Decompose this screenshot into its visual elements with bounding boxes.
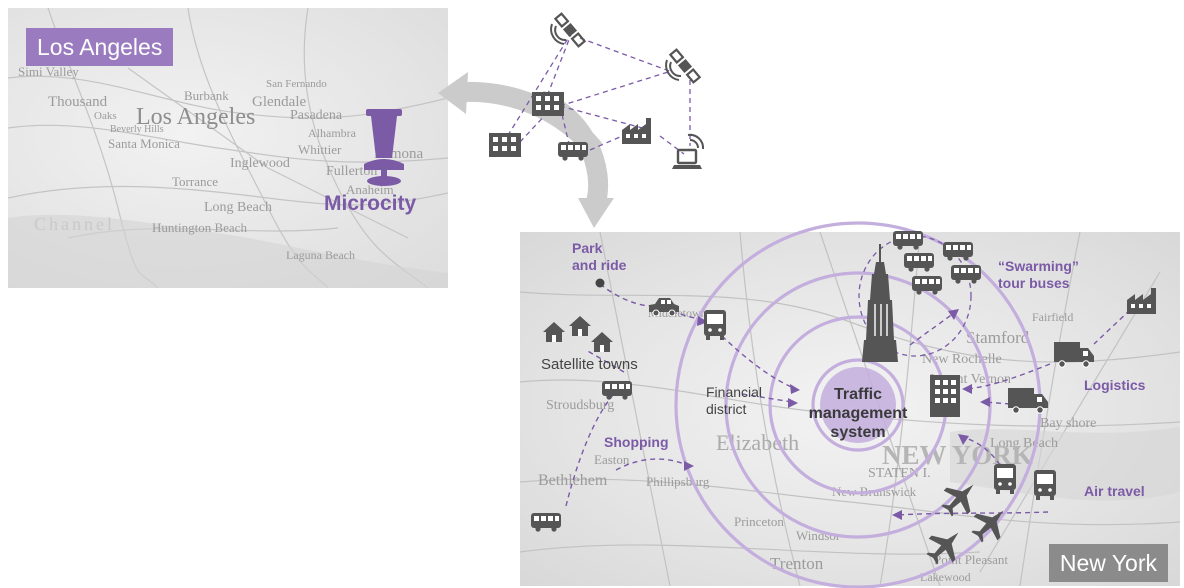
satellite-towns-label: Satellite towns	[541, 356, 638, 373]
microcity-label: Microcity	[324, 192, 417, 215]
new-york-label: New York	[1048, 544, 1168, 582]
air-travel-label: Air travel	[1084, 483, 1145, 499]
la-place: Huntington Beach	[152, 220, 247, 235]
tour-bus-icon	[893, 231, 923, 250]
financial-district-label: Financial district	[706, 384, 763, 417]
ny-place: Fairfield	[1032, 310, 1074, 324]
la-place: Channel	[34, 214, 115, 234]
logistics-label: Logistics	[1084, 377, 1146, 393]
los-angeles-map: Simi Valley San Fernando Burbank Glendal…	[8, 8, 448, 288]
shopping-label: Shopping	[604, 434, 669, 450]
la-place: Burbank	[184, 88, 229, 103]
swarming-tour-buses-label: “Swarming” tour buses	[998, 258, 1079, 291]
ny-place: Bethlehem	[538, 472, 608, 489]
bus-icon	[602, 381, 632, 400]
car-icon	[648, 297, 680, 317]
factory-icon	[1127, 288, 1156, 314]
ny-place: Princeton	[734, 514, 784, 529]
la-place: Simi Valley	[18, 64, 79, 79]
tour-bus-icon	[904, 253, 934, 272]
la-place: San Fernando	[266, 78, 327, 90]
bus-front-icon	[704, 310, 726, 340]
skyscraper-icon	[862, 244, 898, 362]
office-building-icon	[930, 375, 960, 417]
park-and-ride-label: Park and ride	[572, 240, 627, 273]
house-icon	[543, 322, 565, 342]
la-place: Long Beach	[204, 200, 273, 215]
ny-place: Stroudsburg	[546, 398, 615, 413]
la-place: Thousand	[48, 94, 108, 110]
la-place: Oaks	[94, 110, 117, 122]
truck-icon	[1053, 341, 1095, 368]
ny-place: Stamford	[966, 328, 1030, 347]
la-place: Beverly Hills	[110, 124, 164, 135]
truck-icon	[1007, 387, 1049, 414]
house-icon	[569, 316, 591, 336]
laptop-icon	[670, 133, 705, 171]
la-place: Laguna Beach	[286, 248, 355, 262]
la-place: Whittier	[298, 142, 342, 157]
la-place: Glendale	[252, 94, 307, 110]
la-place: Pasadena	[290, 108, 343, 123]
bus-front-icon	[994, 464, 1016, 494]
bus-icon	[558, 142, 588, 161]
la-place: Santa Monica	[108, 136, 180, 151]
bus-front-icon	[1034, 470, 1056, 500]
la-place: Inglewood	[230, 156, 290, 171]
la-place: Torrance	[172, 174, 219, 189]
ny-place: Lakewood	[920, 570, 971, 584]
ny-place: Easton	[594, 452, 630, 467]
building-icon	[532, 92, 564, 116]
traffic-management-system-label: Traffic management system	[808, 386, 908, 441]
house-icon	[591, 332, 613, 352]
ny-place: Bay shore	[1040, 416, 1097, 431]
pushpin-icon	[364, 109, 404, 186]
ny-place: Trenton	[770, 554, 824, 573]
satellite-icon	[664, 48, 701, 84]
los-angeles-label: Los Angeles	[26, 28, 174, 66]
ny-place: Windsor	[796, 528, 841, 543]
la-place: Alhambra	[308, 126, 356, 140]
ny-place: STATEN I.	[868, 466, 931, 481]
factory-icon	[622, 118, 651, 144]
ny-place: Long Beach	[990, 436, 1059, 451]
la-place: Los Angeles	[136, 104, 256, 130]
tour-bus-icon	[951, 265, 981, 284]
bus-icon	[531, 513, 561, 532]
tour-bus-icon	[943, 242, 973, 261]
building-icon	[489, 133, 521, 157]
